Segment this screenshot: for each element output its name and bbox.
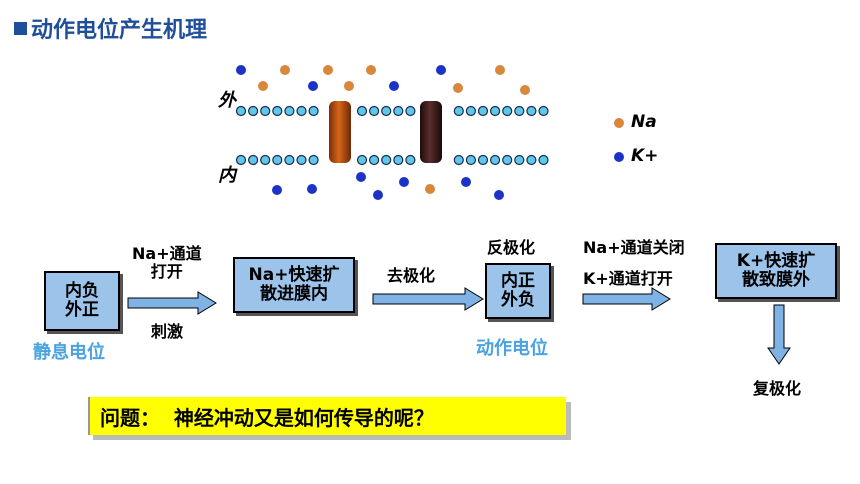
membrane-outer-layer	[235, 105, 549, 117]
k-ion-icon	[307, 184, 317, 194]
action-state-box: 内正 外负	[485, 263, 551, 319]
membrane-bead	[538, 154, 549, 166]
k-ion-icon	[461, 177, 471, 187]
k-ion-icon	[389, 81, 399, 91]
na-ion-icon	[258, 81, 268, 91]
membrane-bead	[453, 105, 464, 117]
depolarization-label: 去极化	[387, 266, 436, 285]
k-ion-icon	[399, 177, 409, 187]
membrane-bead	[453, 154, 464, 166]
na-legend-icon	[614, 118, 624, 128]
membrane-bead	[490, 154, 501, 166]
membrane-bead	[260, 105, 271, 117]
arrow-stimulus	[127, 291, 217, 315]
na-ion-icon	[323, 65, 333, 75]
membrane-bead	[490, 105, 501, 117]
membrane-bead	[393, 105, 404, 117]
page-title-text: 动作电位产生机理	[31, 18, 208, 43]
na-ion-icon	[520, 85, 530, 95]
membrane-bead	[235, 154, 247, 166]
membrane-bead	[465, 154, 476, 166]
membrane-bead	[308, 105, 319, 117]
membrane-bead	[296, 105, 307, 117]
reversal-label: 反极化	[487, 238, 536, 257]
membrane-bead	[260, 154, 271, 166]
k-channel	[420, 101, 442, 163]
membrane-bead	[284, 154, 295, 166]
membrane-bead	[514, 105, 525, 117]
membrane-bead	[381, 105, 392, 117]
k-ion-icon	[356, 172, 366, 182]
membrane-bead	[272, 105, 283, 117]
repolarization-label: 复极化	[753, 379, 802, 398]
k-ion-icon	[436, 65, 446, 75]
action-potential-caption: 动作电位	[476, 338, 548, 359]
membrane-bead	[248, 154, 259, 166]
channel-close-label: Na+通道关闭	[583, 238, 685, 257]
membrane-bead	[502, 154, 513, 166]
ions-group	[236, 65, 530, 200]
membrane-bead	[235, 105, 247, 117]
membrane-bead	[284, 105, 295, 117]
na-legend-label: Na	[631, 112, 657, 132]
page-title: 动作电位产生机理	[14, 12, 207, 44]
membrane-bead	[369, 105, 380, 117]
stimulus-label: 刺激	[151, 322, 184, 341]
channel-open-label: K+通道打开	[583, 269, 673, 288]
membrane-bead	[381, 154, 392, 166]
k-ion-icon	[236, 65, 246, 75]
membrane-bead	[393, 154, 404, 166]
na-ion-icon	[366, 65, 376, 75]
membrane-bead	[296, 154, 307, 166]
question-banner: 问题： 神经冲动又是如何传导的呢？	[88, 397, 566, 435]
membrane-bead	[405, 105, 416, 117]
membrane-bead	[477, 154, 489, 166]
membrane-bead	[369, 154, 380, 166]
k-ion-icon	[308, 81, 318, 91]
membrane-bead	[502, 105, 513, 117]
membrane-bead	[405, 154, 416, 166]
k-ion-icon	[272, 185, 282, 195]
membrane-bead	[272, 154, 283, 166]
membrane-bead	[526, 154, 537, 166]
arrow-repolarization	[767, 304, 791, 365]
membrane-inner-layer	[235, 154, 549, 166]
na-ion-icon	[344, 81, 354, 91]
title-bullet-icon	[14, 21, 27, 35]
membrane-bead	[356, 154, 368, 166]
k-legend-icon	[614, 152, 624, 162]
membrane-bead	[248, 105, 259, 117]
na-channel	[329, 101, 351, 163]
membrane-bead	[308, 154, 319, 166]
membrane-bead	[526, 105, 537, 117]
inside-label: 内	[218, 165, 236, 186]
arrow-depolarization	[372, 287, 484, 311]
na-ion-icon	[425, 184, 435, 194]
k-ion-icon	[373, 190, 383, 200]
na-ion-icon	[453, 83, 463, 93]
arrow-channel-switch	[582, 287, 671, 311]
na-ion-icon	[280, 65, 290, 75]
membrane-bead	[538, 105, 549, 117]
membrane-bead	[477, 105, 489, 117]
na-influx-box: Na+快速扩 散进膜内	[233, 257, 355, 313]
k-efflux-box: K+快速扩 散致膜外	[715, 243, 837, 299]
resting-state-box: 内负 外正	[44, 271, 120, 331]
membrane-bead	[465, 105, 476, 117]
k-legend-label: K+	[631, 146, 659, 166]
membrane-bead	[356, 105, 368, 117]
k-ion-icon	[494, 190, 504, 200]
outside-label: 外	[218, 90, 236, 111]
membrane-bead	[514, 154, 525, 166]
arrow1-top-label: Na+通道 打开	[132, 244, 202, 281]
resting-potential-caption: 静息电位	[33, 342, 105, 363]
na-ion-icon	[495, 65, 505, 75]
